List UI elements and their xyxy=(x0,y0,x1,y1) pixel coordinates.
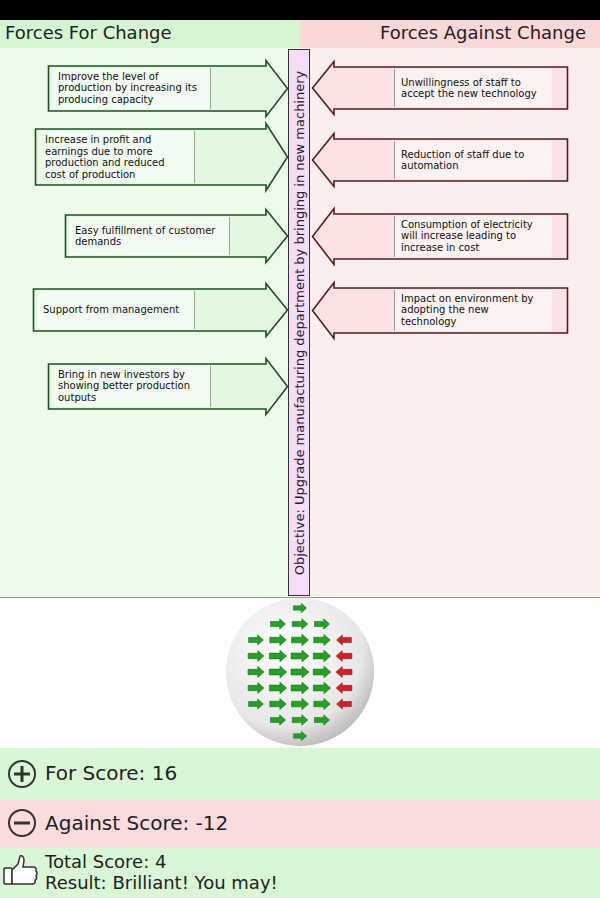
panel-divider xyxy=(210,68,211,109)
sphere-arrow xyxy=(291,666,309,678)
panel-divider xyxy=(394,290,395,331)
sphere-arrow xyxy=(337,635,352,645)
divider xyxy=(0,597,600,598)
force-text: Impact on environment by adopting the ne… xyxy=(395,293,552,328)
force-text: Increase in profit and earnings due to m… xyxy=(39,134,194,180)
force-text: Reduction of staff due to automation xyxy=(395,149,552,172)
minus-icon xyxy=(9,810,35,836)
score-text: Against Score: -12 xyxy=(45,812,228,835)
header-band xyxy=(300,20,600,48)
panel-divider xyxy=(229,217,230,255)
result-text: Result: Brilliant! You may! xyxy=(45,873,278,894)
status-bar xyxy=(0,0,600,20)
arrow-outline xyxy=(36,124,288,191)
text-panel xyxy=(395,141,552,179)
text-panel xyxy=(395,290,552,331)
sphere-arrow xyxy=(313,666,331,678)
thumbs-up-icon xyxy=(4,856,37,884)
sphere-arrow xyxy=(293,731,306,740)
panel-divider xyxy=(394,141,395,179)
sphere-arrow xyxy=(291,698,308,709)
score-band xyxy=(0,748,600,800)
force-for-arrow: Increase in profit and earnings due to m… xyxy=(35,123,288,191)
sphere-arrow xyxy=(293,603,306,612)
sphere-arrow xyxy=(248,667,264,678)
sphere-arrow xyxy=(270,619,285,629)
force-for-arrow: Support from management xyxy=(33,283,288,337)
arrow-outline xyxy=(34,284,288,337)
sphere-arrow xyxy=(291,634,308,645)
sphere-arrow xyxy=(291,682,309,694)
sphere-arrow xyxy=(269,682,286,694)
force-text: Improve the level of production by incre… xyxy=(52,71,210,106)
arrow-outline xyxy=(313,134,568,187)
sphere-arrow xyxy=(314,619,329,629)
force-for-arrow: Improve the level of production by incre… xyxy=(48,60,288,117)
score-band xyxy=(0,848,600,898)
objective-bar: Objective: Upgrade manufacturing departm… xyxy=(288,49,310,596)
force-text: Consumption of electricity will increase… xyxy=(395,219,552,254)
panel-divider xyxy=(194,131,195,183)
force-against-arrow: Consumption of electricity will increase… xyxy=(312,208,568,265)
sphere-arrow xyxy=(292,715,308,726)
panel-divider xyxy=(394,216,395,257)
text-panel xyxy=(37,291,194,329)
sphere-arrow xyxy=(270,698,287,709)
objective-text: Objective: Upgrade manufacturing departm… xyxy=(292,70,307,575)
sphere-arrow xyxy=(336,651,352,662)
force-against-arrow: Unwillingness of staff to accept the new… xyxy=(312,61,568,115)
header-band xyxy=(0,20,300,48)
sphere-arrow xyxy=(269,666,287,678)
arrow-outline xyxy=(66,210,288,263)
force-text: Unwillingness of staff to accept the new… xyxy=(395,77,552,100)
sphere-arrow xyxy=(313,650,330,662)
sphere-arrow xyxy=(291,650,309,662)
sphere-arrow xyxy=(313,682,330,694)
column-header: Forces Against Change xyxy=(380,23,586,44)
force-for-arrow: Easy fulfillment of customer demands xyxy=(65,209,288,263)
for-panel xyxy=(0,48,300,597)
score-band xyxy=(0,800,600,848)
sphere-arrow xyxy=(270,634,287,645)
arrow-outline xyxy=(49,60,288,116)
text-panel xyxy=(39,131,194,183)
arrow-outline xyxy=(49,358,288,414)
sphere-arrow xyxy=(248,683,264,694)
force-against-arrow: Impact on environment by adopting the ne… xyxy=(312,282,568,339)
score-text: Total Score: 4 xyxy=(45,852,166,873)
force-for-arrow: Bring in new investors by showing better… xyxy=(48,358,288,415)
arrow-outline xyxy=(313,282,568,338)
text-panel xyxy=(395,69,552,107)
column-header: Forces For Change xyxy=(5,23,172,44)
sphere-arrow xyxy=(314,698,331,709)
sphere-arrow xyxy=(337,699,352,709)
sphere-arrow xyxy=(336,683,352,694)
arrow-outline xyxy=(313,62,568,115)
sphere-arrow xyxy=(249,699,264,709)
sphere-arrow xyxy=(269,650,286,662)
plus-icon xyxy=(9,761,35,787)
panel-divider xyxy=(394,69,395,107)
arrow-outline xyxy=(313,208,568,264)
sphere-arrow xyxy=(248,651,264,662)
force-text: Bring in new investors by showing better… xyxy=(52,369,210,404)
sphere-arrow xyxy=(314,715,329,725)
against-panel xyxy=(300,48,600,597)
panel-divider xyxy=(194,291,195,329)
sphere xyxy=(226,598,374,746)
sphere-arrow xyxy=(270,715,285,725)
text-panel xyxy=(395,216,552,257)
force-text: Support from management xyxy=(37,304,194,316)
text-panel xyxy=(52,68,210,109)
text-panel xyxy=(69,217,229,255)
sphere-arrow xyxy=(314,634,331,645)
score-text: For Score: 16 xyxy=(45,762,177,785)
sphere-arrow xyxy=(292,619,308,630)
sphere-arrow xyxy=(336,667,352,678)
sphere-arrow xyxy=(249,635,264,645)
text-panel xyxy=(52,366,210,407)
panel-divider xyxy=(210,366,211,407)
force-against-arrow: Reduction of staff due to automation xyxy=(312,133,568,187)
force-text: Easy fulfillment of customer demands xyxy=(69,225,229,248)
